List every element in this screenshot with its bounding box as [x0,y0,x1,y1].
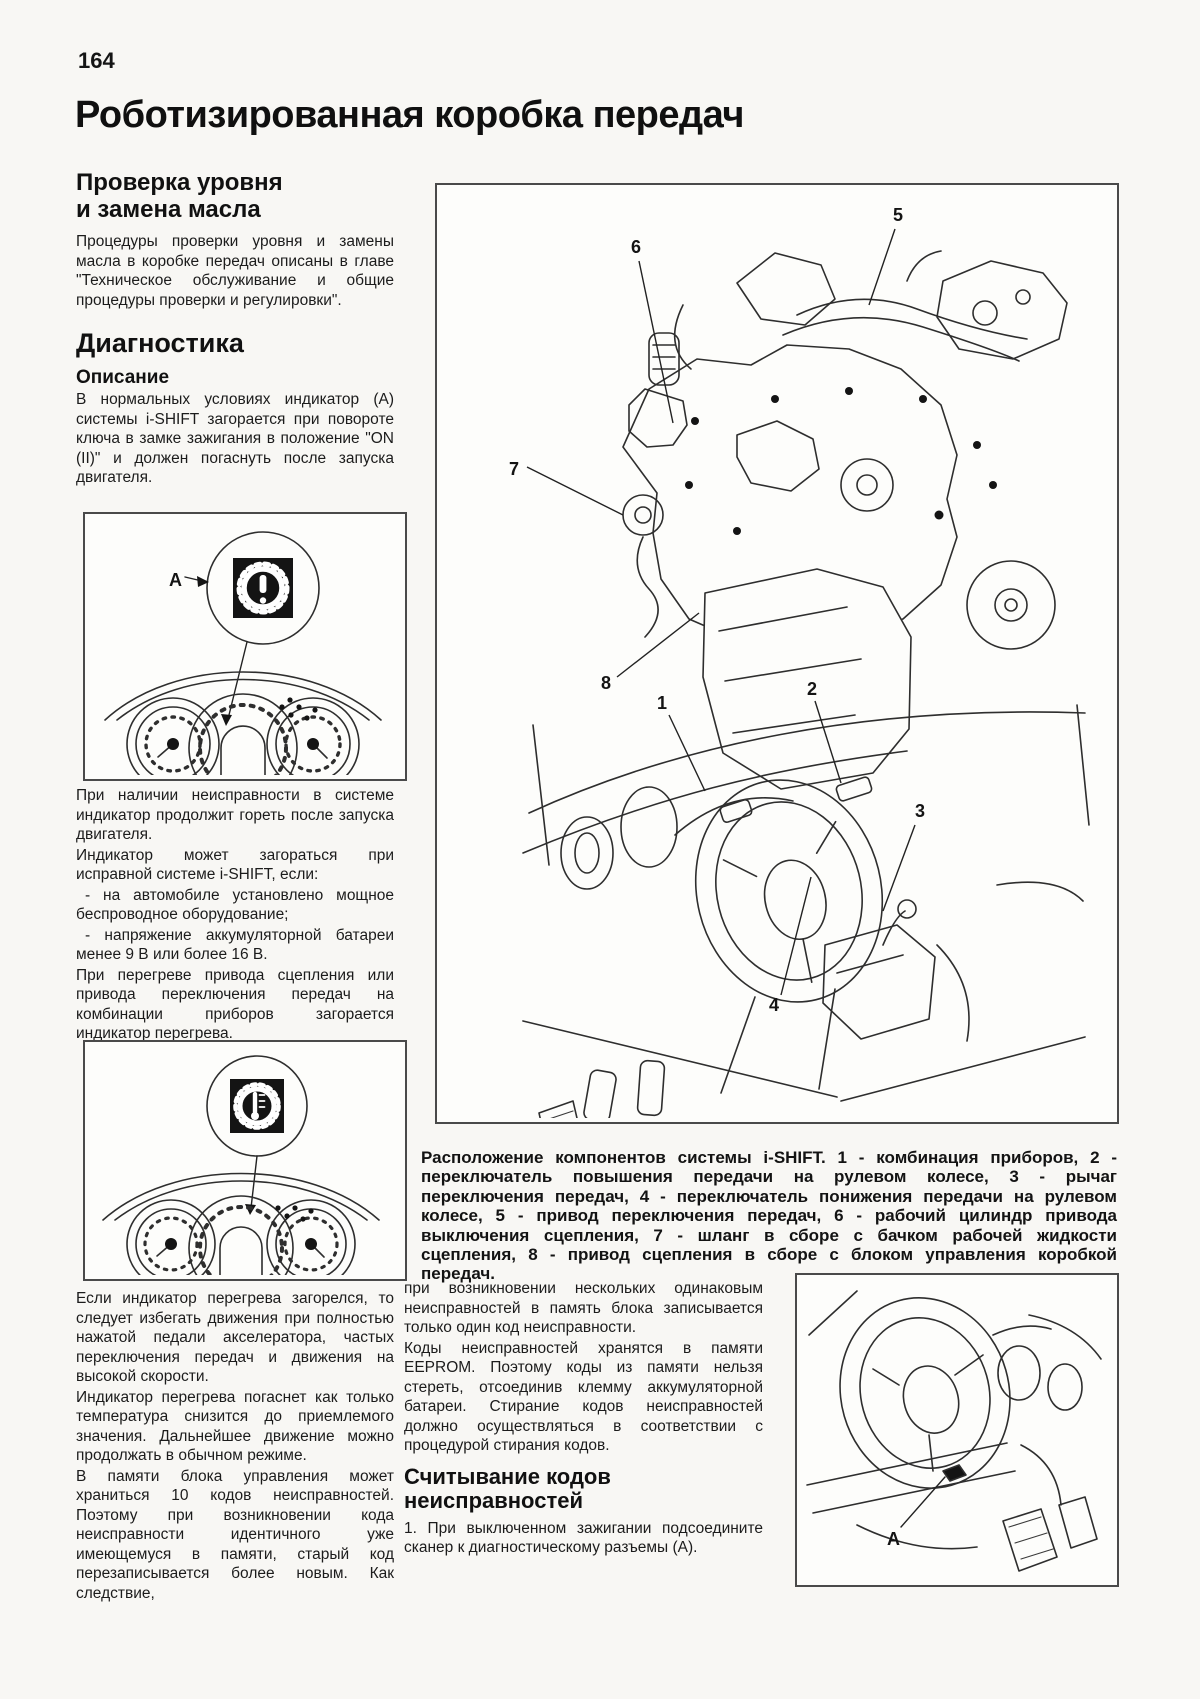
diagnostic-connector-drawing: А [806,1290,1102,1572]
left-text-block-2: Если индикатор перегрева загорелся, то с… [76,1289,394,1603]
figure-diagnostic-connector: А [795,1273,1119,1587]
magnifier-circle [206,531,320,645]
figure-ishift-components: 5 6 7 8 1 2 3 4 [435,183,1119,1124]
heading-description: Описание [76,367,170,388]
label-a: А [887,1529,900,1549]
callout-1: 1 [657,693,667,713]
cluster-overheat-drawing [102,1055,380,1275]
paragraph-overheat-behavior: Если индикатор перегрева загорелся, то с… [76,1290,394,1386]
callout-5: 5 [893,205,903,225]
paragraph-description: В нормальных условиях индикатор (А) сист… [76,391,394,487]
callout-6: 6 [631,237,641,257]
left-text-block-1: При наличии неисправности в системе инди… [76,786,394,1044]
paragraph-fault1: При наличии неисправности в системе инди… [76,787,394,844]
label-a: А [169,570,182,590]
arrowhead [221,714,232,726]
list-item-voltage: - напряжение аккумуляторной батареи мене… [76,926,394,964]
page-number: 164 [78,48,115,73]
cluster-ishift-drawing: А [104,531,382,775]
callout-4: 4 [769,995,779,1015]
paragraph-step1: 1. При выключенном зажигании подсоединит… [404,1519,763,1557]
arrowhead [197,576,209,587]
paragraph-single-code: при возникновении нескольких одинаковым … [404,1280,763,1337]
figure-ishift-indicator: А [83,512,407,781]
paragraph-eeprom: Коды неисправностей хранятся в памяти EE… [404,1339,763,1455]
heading-diagnostics: Диагностика [76,328,244,358]
paragraph-memory: В памяти блока управления может хранитьс… [76,1467,394,1602]
paragraph-overheat-reset: Индикатор перегрева погаснет как только … [76,1388,394,1465]
gear-shifter [822,924,936,1040]
indicator-dots [279,697,318,721]
list-item-wireless: - на автомобиле установлено мощное беспр… [76,886,394,924]
paragraph-overheat: При перегреве привода сцепления или прив… [76,966,394,1043]
callout-3: 3 [915,801,925,821]
heading-read-codes: Считывание кодов неисправностей [404,1463,611,1514]
callout-leaders [526,228,916,996]
steering-wheel [694,779,884,1003]
figure-overheat-indicator [83,1040,407,1281]
dashboard-drawing [522,704,1090,1118]
upshift-paddle [835,776,873,802]
callout-7: 7 [509,459,519,479]
callout-8: 8 [601,673,611,693]
page-title: Роботизированная коробка передач [75,94,744,136]
gear-warning-icon [233,558,293,618]
downshift-paddle [719,798,753,824]
heading-oil-check: Проверка уровня и замена масла [76,169,283,223]
gear-overheat-icon [230,1079,284,1133]
ishift-components-drawing: 5 6 7 8 1 2 3 4 [509,205,1090,1118]
transmission-drawing [622,250,1068,790]
callout-2: 2 [807,679,817,699]
steering-wheel [839,1297,1011,1489]
diagnostic-connector [942,1464,967,1482]
paragraph-oil: Процедуры проверки уровня и замены масла… [76,233,394,309]
mid-text-block: при возникновении нескольких одинаковым … [404,1279,763,1558]
figure-caption: Расположение компонентов системы i-SHIFT… [421,1148,1117,1284]
paragraph-fault2: Индикатор может загораться при исправной… [76,846,394,884]
indicator-dots [275,1205,314,1222]
